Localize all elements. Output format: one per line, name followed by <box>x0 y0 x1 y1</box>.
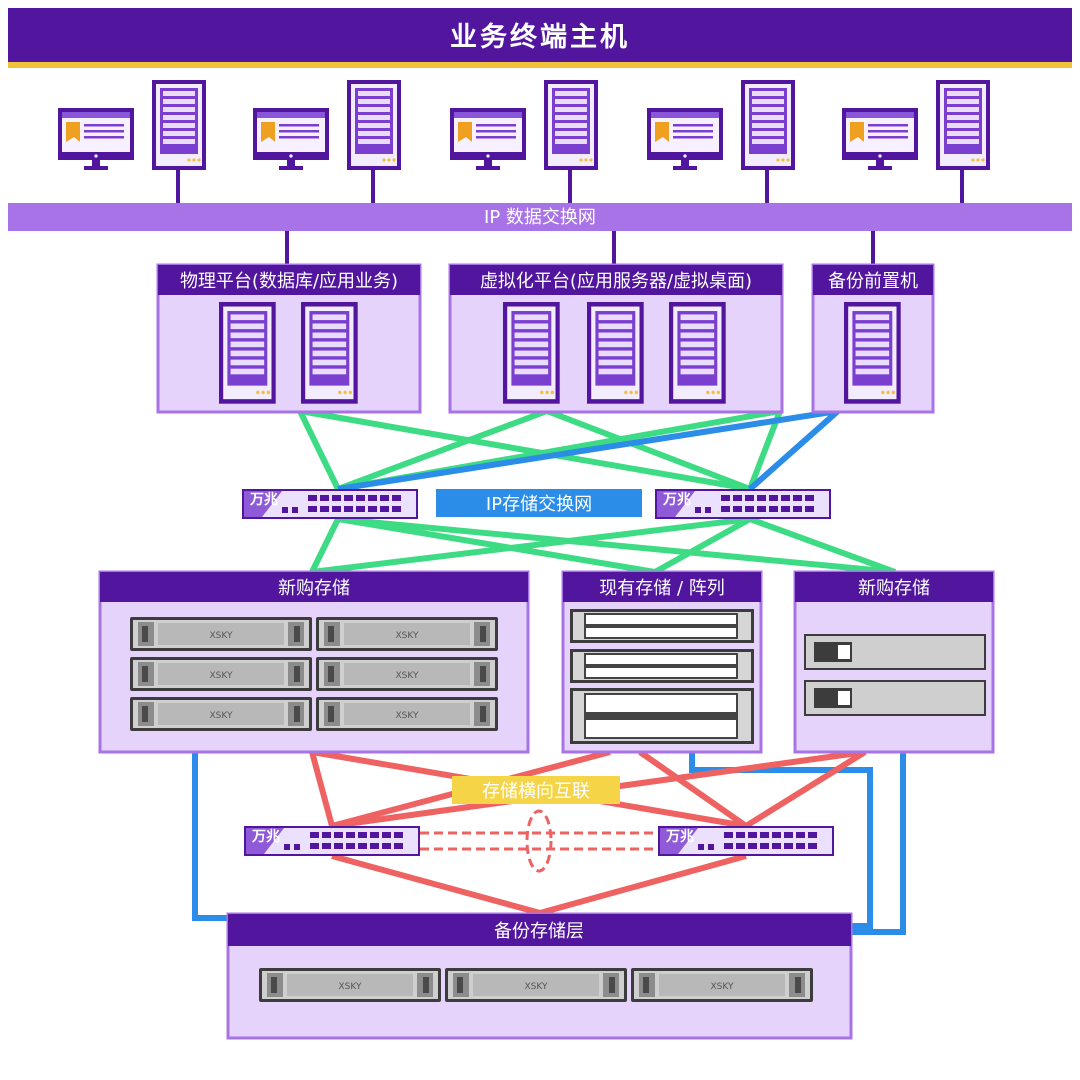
switch-label: 万兆 <box>251 829 280 845</box>
green-links <box>297 408 897 575</box>
ip-data-network: IP 数据交换网 <box>8 203 1072 266</box>
device-brand: XSKY <box>210 631 233 641</box>
storage-existing-title: 现有存储 / 阵列 <box>599 578 725 599</box>
platform-backup-frontend: 备份前置机 <box>811 263 935 414</box>
storage-new-left: 新购存储 XSKY XSKY XSKY XSKY XSKY XSKY <box>98 570 530 754</box>
device-brand: XSKY <box>339 982 362 992</box>
platform-virtualization: 虚拟化平台(应用服务器/虚拟桌面) <box>448 263 784 414</box>
array-unit <box>570 609 754 643</box>
device-brand: XSKY <box>396 631 419 641</box>
platform-virtualization-title: 虚拟化平台(应用服务器/虚拟桌面) <box>480 271 752 292</box>
storage-interconnect-label-box: 存储横向互联 <box>452 776 620 804</box>
switch-label: 万兆 <box>249 492 278 508</box>
terminal-host-2 <box>253 80 401 203</box>
switch-label: 万兆 <box>665 829 694 845</box>
ip-data-network-label: IP 数据交换网 <box>484 207 596 228</box>
interconnect-switch-left: 万兆 <box>244 826 420 856</box>
ip-storage-network-label: IP存储交换网 <box>486 494 592 515</box>
storage-new-right: 新购存储 <box>793 570 995 754</box>
device-brand: XSKY <box>210 671 233 681</box>
interconnect-switch-right: 万兆 <box>658 826 834 856</box>
header-title: 业务终端主机 <box>450 21 630 53</box>
storage-unit <box>804 634 986 670</box>
switch-interlink <box>420 809 658 873</box>
storage-new-left-title: 新购存储 <box>278 578 350 599</box>
header-bar: 业务终端主机 <box>8 8 1072 68</box>
blue-links <box>192 408 906 935</box>
device-brand: XSKY <box>210 711 233 721</box>
terminal-host-4 <box>647 80 795 203</box>
ip-storage-network-label-box: IP存储交换网 <box>436 489 642 517</box>
storage-switch-right: 万兆 <box>655 489 831 519</box>
storage-new-right-title: 新购存储 <box>858 578 930 599</box>
device-brand: XSKY <box>711 982 734 992</box>
device-brand: XSKY <box>396 671 419 681</box>
array-unit <box>570 688 754 744</box>
storage-interconnect-label: 存储横向互联 <box>482 781 590 802</box>
terminal-row <box>58 80 990 203</box>
switch-label: 万兆 <box>662 492 691 508</box>
storage-unit <box>804 680 986 716</box>
storage-switch-left: 万兆 <box>242 489 418 519</box>
backup-storage-layer: 备份存储层 XSKY XSKY XSKY <box>226 912 853 1040</box>
terminal-host-1 <box>58 80 206 203</box>
terminal-host-5 <box>842 80 990 203</box>
platform-backup-frontend-title: 备份前置机 <box>828 271 918 292</box>
array-unit <box>570 649 754 683</box>
device-brand: XSKY <box>525 982 548 992</box>
terminal-host-3 <box>450 80 598 203</box>
storage-existing-array: 现有存储 / 阵列 <box>561 570 763 754</box>
device-brand: XSKY <box>396 711 419 721</box>
platform-physical: 物理平台(数据库/应用业务) <box>156 263 422 414</box>
platform-physical-title: 物理平台(数据库/应用业务) <box>180 271 398 292</box>
backup-storage-layer-title: 备份存储层 <box>494 921 584 942</box>
